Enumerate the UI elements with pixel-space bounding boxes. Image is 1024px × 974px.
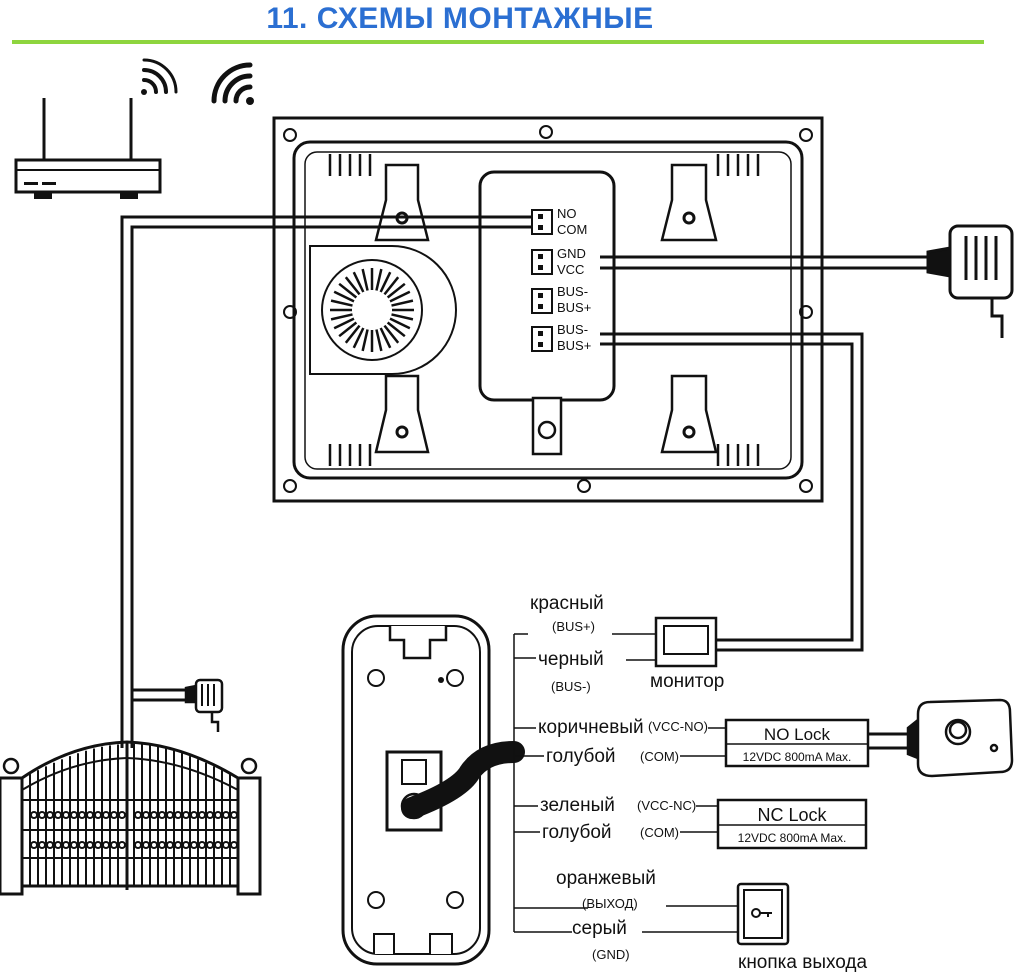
wire-black-signal: (BUS-) bbox=[551, 679, 591, 694]
gate-icon bbox=[0, 740, 262, 896]
door-station-icon bbox=[341, 614, 491, 966]
wire-gray-signal: (GND) bbox=[592, 947, 630, 962]
gate-adapter-icon bbox=[184, 678, 224, 732]
no-lock-name: NO Lock bbox=[764, 725, 831, 744]
wire-brown-signal: (VCC-NO) bbox=[648, 719, 708, 734]
gate-bars bbox=[29, 744, 238, 886]
title-divider bbox=[12, 40, 984, 44]
wire-orange-label: оранжевый bbox=[556, 868, 656, 889]
terminal-no-label: NO bbox=[557, 206, 577, 221]
wire-blue-label: голубой bbox=[546, 746, 616, 767]
wifi-icon bbox=[141, 58, 178, 95]
wire-brown-label: коричневый bbox=[538, 717, 644, 738]
terminal-gnd-label: GND bbox=[557, 246, 586, 261]
wire-orange-signal: (ВЫХОД) bbox=[582, 896, 638, 911]
router-icon bbox=[14, 98, 162, 199]
wire-red-signal: (BUS+) bbox=[552, 619, 595, 634]
speaker-grille bbox=[330, 268, 414, 352]
terminal-bus-minus-label-2: BUS- bbox=[557, 322, 588, 337]
monitor-connector-label: монитор bbox=[650, 671, 724, 692]
terminal-com-label: COM bbox=[557, 222, 587, 237]
nc-lock-spec: 12VDC 800mA Max. bbox=[738, 831, 847, 845]
monitor-back-panel: NO COM GND VCC BUS- BUS+ BUS- BUS+ bbox=[272, 116, 824, 503]
wire-red-label: красный bbox=[530, 593, 604, 614]
terminal-vcc-label: VCC bbox=[557, 262, 584, 277]
exit-button-icon bbox=[736, 882, 790, 946]
power-wire bbox=[600, 255, 930, 270]
bus-wire bbox=[600, 332, 864, 652]
exit-button-label: кнопка выхода bbox=[738, 952, 868, 973]
terminal-bus-plus-label-2: BUS+ bbox=[557, 338, 591, 353]
nc-lock-box: NC Lock 12VDC 800mA Max. bbox=[716, 798, 868, 850]
page-title: 11. СХЕМЫ МОНТАЖНЫЕ bbox=[266, 2, 654, 35]
wire-black-label: черный bbox=[538, 649, 604, 670]
terminal-bus-minus-label: BUS- bbox=[557, 284, 588, 299]
monitor-connector-box bbox=[654, 616, 718, 668]
gate-wire bbox=[120, 215, 532, 748]
wire-harness bbox=[513, 633, 738, 933]
lock-icon bbox=[906, 698, 1014, 778]
no-lock-spec: 12VDC 800mA Max. bbox=[743, 750, 852, 764]
no-lock-box: NO Lock 12VDC 800mA Max. bbox=[724, 718, 870, 768]
wire-green-signal: (VCC-NC) bbox=[637, 798, 696, 813]
wifi-signal-icon bbox=[211, 62, 254, 105]
wire-blue-2-signal: (COM) bbox=[640, 825, 679, 840]
wire-blue-2-label: голубой bbox=[542, 822, 612, 843]
power-adapter-icon bbox=[926, 224, 1014, 338]
wire-green-label: зеленый bbox=[540, 795, 615, 816]
door-station-cable bbox=[401, 741, 525, 819]
wire-gray-label: серый bbox=[572, 918, 627, 939]
terminal-bus-plus-label: BUS+ bbox=[557, 300, 591, 315]
nc-lock-name: NC Lock bbox=[757, 805, 827, 825]
wire-blue-signal: (COM) bbox=[640, 749, 679, 764]
